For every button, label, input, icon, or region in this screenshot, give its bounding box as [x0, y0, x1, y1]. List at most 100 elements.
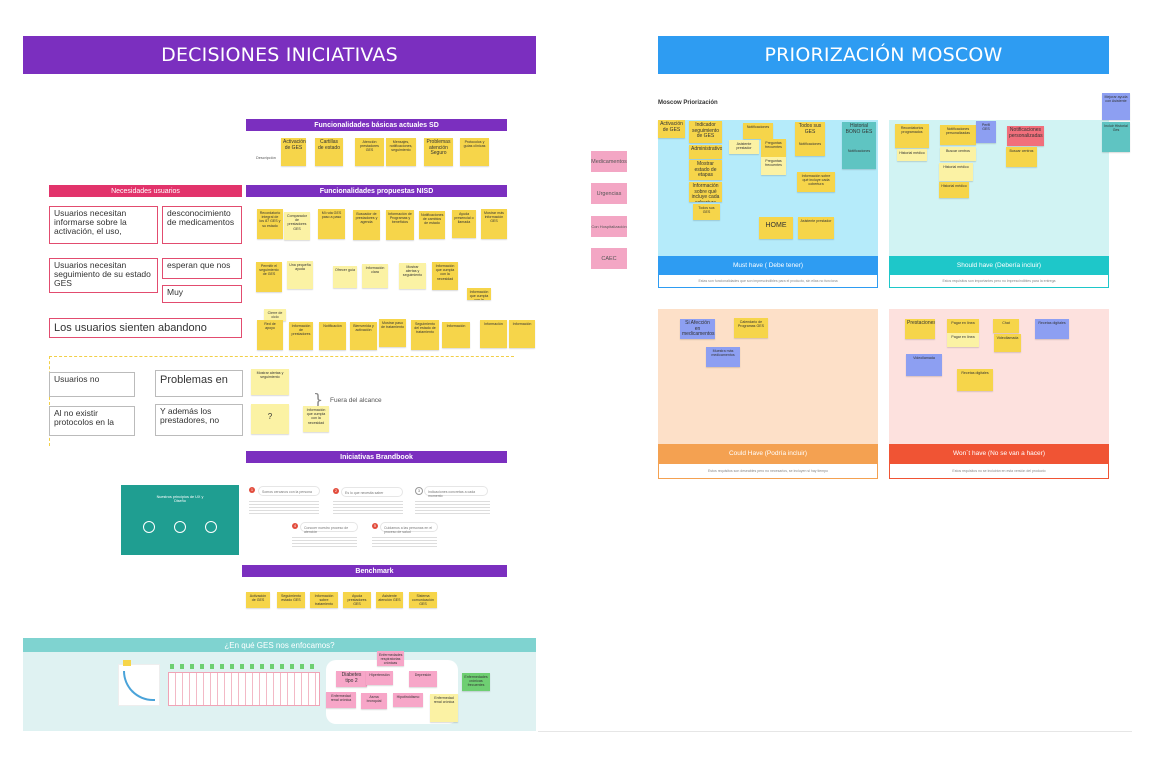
wont-pale-1[interactable]: Pagar en línea: [947, 333, 979, 347]
must-pale-1[interactable]: Preguntas frecuentes: [761, 157, 786, 175]
proposed-1-5[interactable]: Información de Programas y beneficios: [386, 210, 414, 240]
must-administrativo[interactable]: Administrativo: [689, 145, 722, 159]
proposed-3-5[interactable]: Mostrar paso de tratamiento: [379, 319, 406, 347]
must-yellow-2[interactable]: Notificaciones: [795, 140, 825, 156]
proposed-3-4[interactable]: Bienvenida y activación: [350, 322, 377, 350]
wont-blue-2[interactable]: Videollamada: [906, 354, 942, 376]
must-historial-bono[interactable]: Historial BONO GES: [842, 122, 876, 147]
ges-note-right[interactable]: Enfermedad renal crónica: [430, 694, 458, 722]
side-note-1[interactable]: Mejorar ayuda con Asistente: [1102, 93, 1130, 120]
benchmark-4[interactable]: Ayuda prestadores GES: [343, 592, 371, 608]
proposed-3-8[interactable]: Información: [480, 320, 507, 348]
proposed-3-6[interactable]: Seguimiento del estado de tratamiento: [411, 320, 439, 350]
ges-depresion[interactable]: Depresión: [409, 671, 437, 687]
should-6[interactable]: Historial médico: [939, 182, 969, 198]
should-4[interactable]: Buscar centros: [940, 147, 976, 161]
basic-sticky-3[interactable]: Atención prestadores GES: [355, 138, 384, 166]
benchmark-1[interactable]: Activación de GES: [246, 592, 270, 608]
proposed-2-2[interactable]: Una pequeña ayuda: [287, 261, 313, 289]
oos-sticky-2[interactable]: Información que cumpla con la necesidad: [303, 406, 329, 432]
must-small-1[interactable]: Todos sus GES: [693, 204, 720, 220]
wont-yellow-3[interactable]: Recetas digitales: [957, 369, 993, 391]
proposed-1-8[interactable]: Mostrar más información GES: [481, 209, 507, 239]
proposed-3-9[interactable]: Información: [509, 320, 535, 348]
ges-pink-left[interactable]: Enfermedad renal crónica: [326, 692, 356, 708]
proposed-3-3[interactable]: Notificación: [319, 322, 346, 350]
side-note-2[interactable]: Incluir Historial Ges: [1102, 122, 1130, 152]
proposed-3-2[interactable]: Información de prestadores: [289, 322, 313, 350]
brand-item-1[interactable]: Somos cercanos con la persona: [258, 486, 320, 496]
proposed-3-1[interactable]: Red de apoyo: [257, 320, 283, 350]
basic-sticky-6[interactable]: Protocolos y guías clínicas: [460, 138, 489, 166]
benchmark-2[interactable]: Seguimiento estado GES: [277, 592, 305, 608]
need-4-left[interactable]: Usuarios no: [49, 372, 135, 397]
could-3[interactable]: Muestra más medicamentos: [706, 347, 740, 367]
must-asistente[interactable]: Asistente prestador: [729, 140, 759, 154]
proposed-2-3[interactable]: Ofrecer guía: [333, 266, 357, 288]
chip-medicamentos[interactable]: Medicamentos: [591, 151, 627, 172]
wont-pagar[interactable]: Pagar en línea: [947, 319, 979, 333]
proposed-1-4[interactable]: Buscador de prestadores y agenda: [353, 210, 380, 240]
ges-green-note[interactable]: Enfermedades crónicas frecuentes: [462, 673, 490, 691]
wont-prestaciones[interactable]: Prestaciones: [905, 319, 935, 339]
proposed-2-4[interactable]: Información clara: [362, 264, 388, 288]
must-activacion[interactable]: Activación de GES: [658, 120, 685, 138]
should-1[interactable]: Recordatorios programados: [895, 124, 929, 148]
proposed-1-7[interactable]: Ayuda presencial o llamada: [452, 210, 476, 238]
could-1[interactable]: Si Afección en medicamentos: [680, 319, 715, 339]
must-mostrar-estado[interactable]: Mostrar estado de etapas: [689, 160, 722, 180]
brand-item-4[interactable]: Conocer nuestro proceso de atención: [300, 522, 358, 534]
must-informacion[interactable]: Información sobre qué incluye cada cober…: [689, 182, 722, 202]
proposed-1-3[interactable]: Mi ruta GES paso a paso: [318, 209, 345, 239]
ges-asma[interactable]: Asma bronquial: [361, 693, 387, 709]
need-4-right[interactable]: Problemas en: [155, 370, 243, 397]
could-2[interactable]: Calendario de Programas GES: [734, 318, 768, 338]
benchmark-5[interactable]: Asistente atención GES: [376, 592, 403, 608]
must-yellow-4[interactable]: Asistente prestador: [798, 217, 834, 239]
benchmark-3[interactable]: Información sobre tratamiento: [310, 592, 338, 608]
should-notificaciones[interactable]: Notificaciones personalizadas: [1007, 126, 1044, 146]
must-notificaciones[interactable]: Notificaciones: [743, 123, 773, 139]
proposed-3-0[interactable]: Cierre de ciclo: [264, 309, 286, 321]
need-2-left[interactable]: Usuarios necesitan seguimiento de su est…: [49, 258, 158, 293]
need-2-extra[interactable]: Muy: [162, 285, 242, 303]
benchmark-6[interactable]: Sistema comunicación GES: [409, 592, 437, 608]
proposed-1-1[interactable]: Recordatorio integral de los 87 GES y su…: [257, 209, 283, 239]
should-7[interactable]: Buscar centros: [1006, 147, 1037, 167]
chip-urgencias[interactable]: Urgencias: [591, 183, 627, 204]
need-1-right[interactable]: desconocimiento de medicamentos: [162, 206, 242, 244]
proposed-2-5[interactable]: Mostrar alertas y seguimiento: [399, 263, 426, 289]
basic-sticky-2[interactable]: Cartillas de estado: [315, 138, 343, 166]
basic-sticky-1[interactable]: Activación de GES: [281, 138, 306, 166]
question-sticky[interactable]: ?: [251, 404, 289, 434]
brand-item-3[interactable]: Indicaciones concretas a cada momento: [424, 486, 488, 498]
ges-top-pink[interactable]: Enfermedades respiratorias crónicas: [377, 651, 404, 666]
need-5-right[interactable]: Y además los prestadores, no: [155, 404, 243, 436]
must-yellow-3[interactable]: Información sobre qué incluye cada cober…: [797, 172, 835, 192]
ges-hipotiroidismo[interactable]: Hipotiroidismo: [393, 693, 423, 707]
chip-caec[interactable]: CAEC: [591, 248, 627, 269]
need-2-right[interactable]: esperan que nos: [162, 258, 242, 279]
must-teal-2[interactable]: Notificaciones: [842, 147, 876, 169]
basic-sticky-5[interactable]: Problemas atención Seguro: [424, 138, 453, 166]
chip-hospitalizacion[interactable]: Con Hospitalización: [591, 216, 627, 237]
must-indicador[interactable]: Indicador seguimiento de GES: [689, 121, 722, 143]
brandbook-teal-card[interactable]: Nuestros principios de UX y Diseño: [121, 485, 239, 555]
need-3[interactable]: Los usuarios sienten abandono: [49, 318, 242, 338]
must-home[interactable]: HOME: [759, 217, 793, 239]
ges-diabetes[interactable]: Diabetes tipo 2: [336, 671, 367, 687]
proposed-1-2[interactable]: Comparador de prestadores GES: [284, 212, 310, 240]
oos-sticky-1[interactable]: Mostrar alertas y seguimiento: [251, 369, 289, 395]
must-todos-ges[interactable]: Todos sus GES: [795, 122, 825, 140]
should-5[interactable]: Historial médico: [939, 163, 973, 181]
must-preguntas[interactable]: Preguntas frecuentes: [761, 139, 786, 157]
wont-chat[interactable]: Chat: [993, 319, 1019, 333]
ges-hipertension[interactable]: Hipertensión: [366, 671, 393, 685]
should-2[interactable]: Historial médico: [897, 149, 927, 161]
should-perfil[interactable]: Perfil GES: [976, 121, 996, 143]
need-1-left[interactable]: Usuarios necesitan informarse sobre la a…: [49, 206, 158, 244]
proposed-3-7[interactable]: Información: [442, 322, 470, 348]
basic-sticky-4[interactable]: Mensajes, notificaciones, seguimiento: [386, 138, 416, 166]
wont-chat-2[interactable]: Videollamada: [994, 334, 1021, 352]
proposed-1-6[interactable]: Notificaciones de cambios de estado: [419, 211, 445, 239]
